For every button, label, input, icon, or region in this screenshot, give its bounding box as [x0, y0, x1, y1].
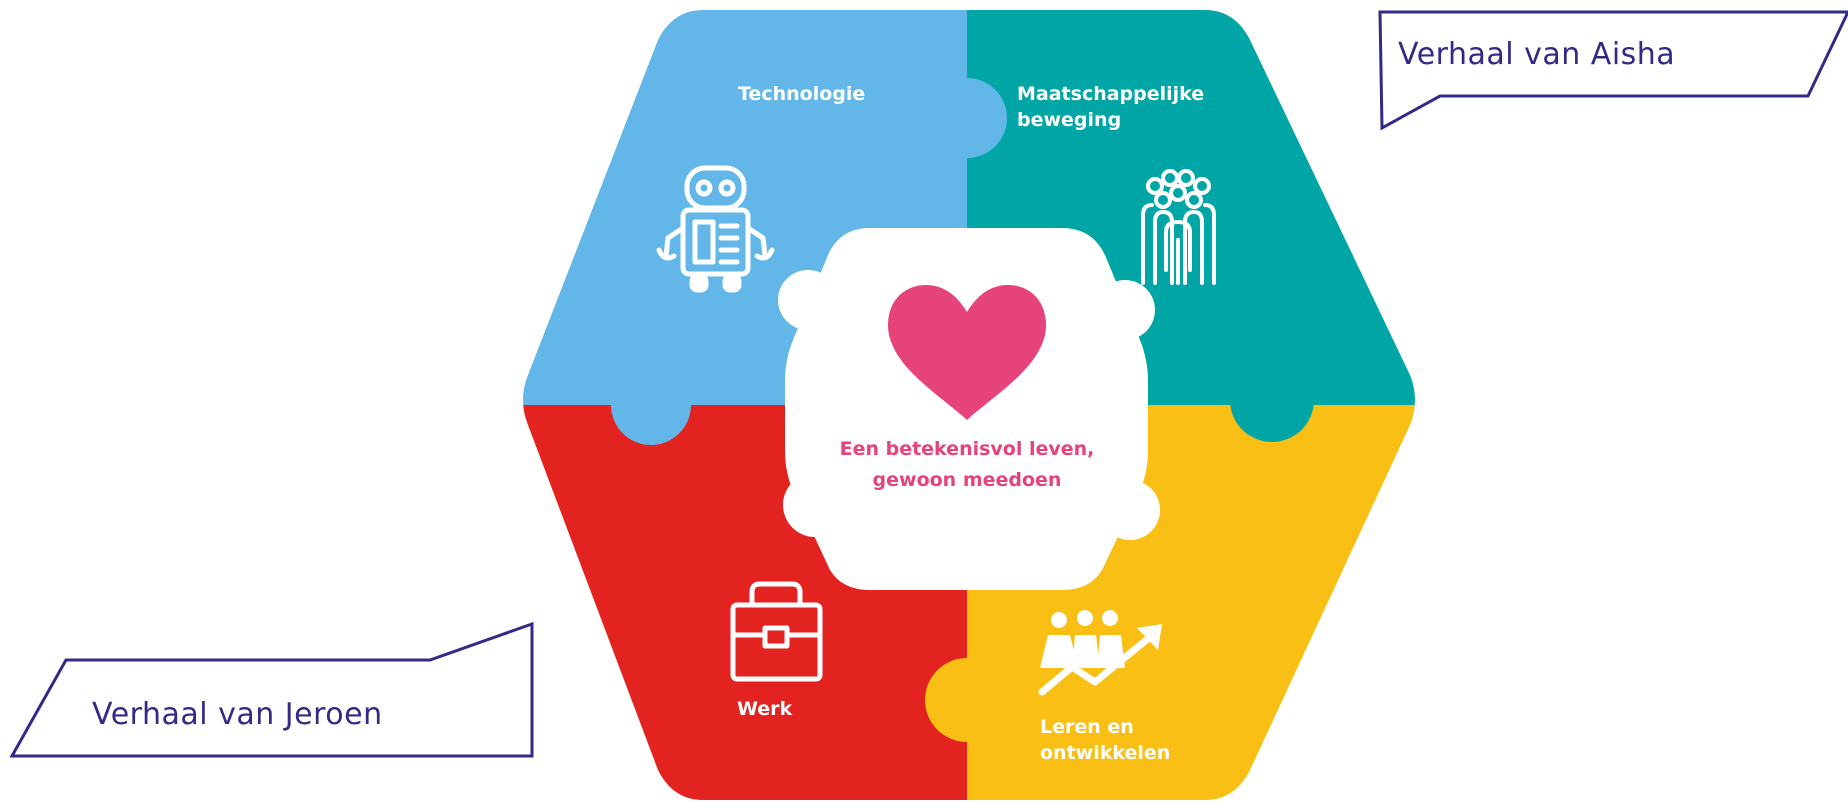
heart-icon: [888, 285, 1046, 420]
robot-icon: [656, 165, 775, 293]
label-leren-line-1: Leren en: [1040, 716, 1134, 738]
puzzle-tab-left: [611, 365, 691, 445]
briefcase-icon: [730, 581, 823, 682]
callout-jeroen[interactable]: Verhaal van Jeroen: [9, 621, 534, 758]
label-leren-line-2: ontwikkelen: [1040, 742, 1170, 764]
label-maatschappelijke-line-1: Maatschappelijke: [1017, 83, 1204, 105]
callout-aisha-text: Verhaal van Aisha: [1398, 37, 1675, 72]
label-werk: Werk: [737, 698, 793, 720]
callout-jeroen-text: Verhaal van Jeroen: [92, 697, 383, 732]
puzzle-tab-bottom: [925, 658, 1009, 742]
center-text-line-2: gewoon meedoen: [873, 469, 1062, 491]
label-technologie: Technologie: [738, 83, 865, 105]
center-text-line-1: Een betekenisvol leven,: [840, 438, 1095, 460]
puzzle-tab-top: [927, 78, 1007, 158]
label-maatschappelijke-line-2: beweging: [1017, 109, 1121, 131]
puzzle-tab-right: [1230, 358, 1314, 442]
callout-aisha[interactable]: Verhaal van Aisha: [1378, 10, 1848, 131]
people-group-icon: [1141, 169, 1216, 285]
growth-chart-icon: [1038, 610, 1162, 696]
